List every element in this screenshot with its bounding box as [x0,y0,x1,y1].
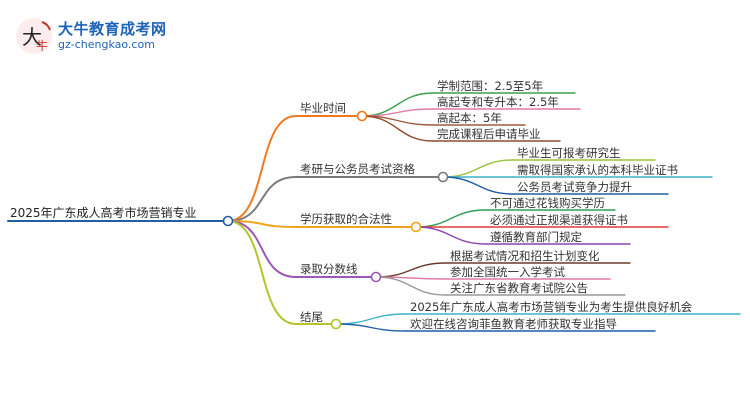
leaf-connector [361,115,434,142]
leaf-civil-service[interactable]: 公务员考试竞争力提升 [517,180,632,194]
brand-logo[interactable]: 大 牛 大牛教育成考网 gz-chengkao.com [14,16,166,56]
leaf-consult-teacher[interactable]: 欢迎在线咨询菲鱼教育老师获取专业指导 [410,317,617,331]
leaf-connector [335,313,407,325]
svg-text:大: 大 [22,25,42,49]
root-node[interactable] [222,215,234,227]
leaf-zhuan-duration[interactable]: 高起专和专升本：2.5年 [437,95,559,109]
branch-graduation-time[interactable]: 毕业时间 [300,101,346,115]
leaf-connector [442,176,514,195]
leaf-apply-graduation[interactable]: 完成课程后申请毕业 [437,127,541,141]
leaf-postgrad-eligible[interactable]: 毕业生可报考研究生 [517,146,621,160]
branch-connector [227,220,297,278]
branch-conclusion[interactable]: 结尾 [300,310,323,324]
leaf-official-channels[interactable]: 必须通过正规渠道获得证书 [490,213,628,227]
branch-exam-eligibility[interactable]: 考研与公务员考试资格 [300,162,415,176]
branch-node-2[interactable] [410,221,422,233]
branch-node-0[interactable] [356,110,368,122]
branch-connector [227,115,297,222]
leaf-connector [415,226,487,245]
svg-text:牛: 牛 [36,38,48,53]
leaf-ben-duration[interactable]: 高起本：5年 [437,111,502,125]
leaf-national-exam[interactable]: 参加全国统一入学考试 [450,265,565,279]
branch-degree-legality[interactable]: 学历获取的合法性 [300,212,392,226]
leaf-connector [375,276,447,296]
branch-connector [227,220,297,325]
leaf-connector [335,323,407,332]
leaf-need-certificate[interactable]: 需取得国家承认的本科毕业证书 [517,163,678,177]
leaf-watch-announcements[interactable]: 关注广东省教育考试院公告 [450,281,588,295]
ox-logo-icon: 大 牛 [16,18,52,54]
branch-node-1[interactable] [437,171,449,183]
leaf-good-opportunity[interactable]: 2025年广东成人高考市场营销专业为考生提供良好机会 [410,300,693,314]
leaf-connector [415,209,487,228]
brand-domain: gz-chengkao.com [58,38,155,51]
branch-connector [227,176,297,222]
brand-name: 大牛教育成考网 [58,20,167,38]
root-topic[interactable]: 2025年广东成人高考市场营销专业 [10,206,197,220]
branch-node-4[interactable] [330,318,342,330]
leaf-study-duration[interactable]: 学制范围：2.5至5年 [437,79,544,93]
leaf-follow-rules[interactable]: 遵循教育部门规定 [490,230,582,244]
branch-admission-score[interactable]: 录取分数线 [300,262,358,276]
leaf-score-varies[interactable]: 根据考试情况和招生计划变化 [450,249,600,263]
branch-connector [227,220,297,228]
leaf-connector [375,262,447,278]
branch-node-3[interactable] [370,271,382,283]
leaf-no-buying[interactable]: 不可通过花钱购买学历 [490,196,605,210]
leaf-connector [442,159,514,178]
